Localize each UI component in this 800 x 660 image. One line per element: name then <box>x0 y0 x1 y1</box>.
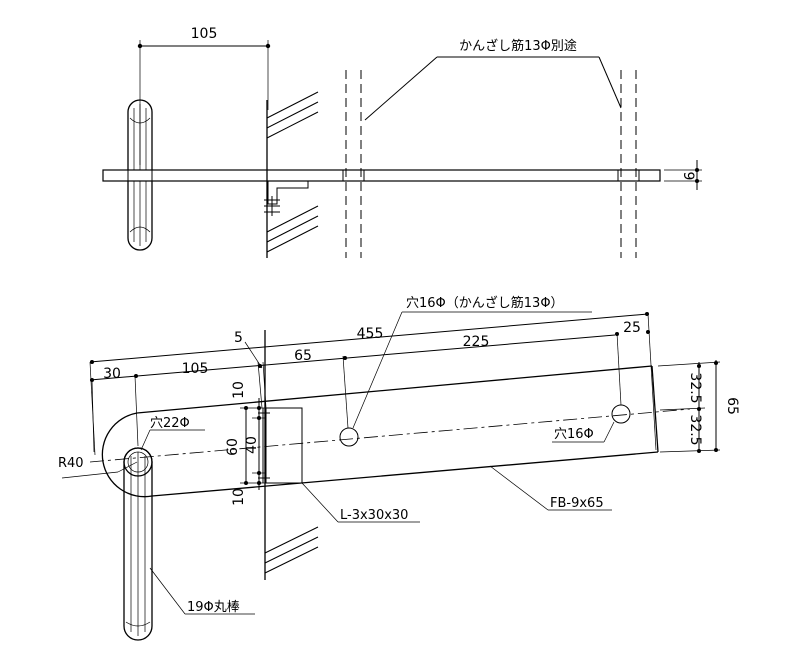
dim-10-bottom: 10 <box>231 488 247 506</box>
front-round-bar <box>123 447 153 641</box>
hole16-kanzashi-text: 穴16Φ（かんざし筋13Φ） <box>406 295 564 311</box>
dim-65-right: 65 <box>724 397 740 415</box>
r40-text: R40 <box>58 456 84 471</box>
front-flat-bar <box>89 365 691 498</box>
roundbar-text: 19Φ丸棒 <box>187 600 240 615</box>
top-dim-105: 105 <box>137 26 271 165</box>
front-wall <box>264 330 319 580</box>
hole22-leader: 穴22Φ <box>140 416 205 451</box>
hole16-text: 穴16Φ <box>554 427 594 442</box>
flatbar-text: FB-9x65 <box>550 496 604 511</box>
roundbar-leader: 19Φ丸棒 <box>149 567 255 615</box>
dim-455: 455 <box>357 326 384 342</box>
dim-105: 105 <box>182 361 209 377</box>
top-dim-9-text: 9 <box>680 172 696 181</box>
dim-32-5-bottom: 32.5 <box>687 414 703 445</box>
front-dim-chain: 5 455 30 105 65 225 25 <box>89 312 657 456</box>
dim-25: 25 <box>623 320 641 336</box>
dim-32-5-top: 32.5 <box>687 372 703 403</box>
top-flat-bar <box>102 169 661 182</box>
front-dim-vertical-right: 32.5 32.5 65 <box>657 360 740 453</box>
flatbar-leader: FB-9x65 <box>489 465 612 511</box>
r40-leader: R40 <box>58 456 138 479</box>
hole-16-right <box>611 404 631 424</box>
top-wall <box>266 91 319 258</box>
angle-leader: L-3x30x30 <box>301 482 420 523</box>
front-view: 5 455 30 105 65 225 25 10 60 40 10 <box>58 295 740 641</box>
top-dim-9: 9 <box>664 160 702 190</box>
dim-10-top: 10 <box>231 381 247 399</box>
dim-5: 5 <box>234 330 243 346</box>
top-kanzashi-bars <box>342 70 640 258</box>
front-angle-plate <box>258 407 303 484</box>
dim-225: 225 <box>463 334 490 350</box>
top-kanzashi-label: かんざし筋13Φ別途 <box>364 38 622 121</box>
top-kanzashi-text: かんざし筋13Φ別途 <box>459 38 577 54</box>
dim-60: 60 <box>225 438 241 456</box>
angle-text: L-3x30x30 <box>340 508 408 523</box>
top-dim-105-text: 105 <box>191 26 218 42</box>
hole16-leader: 穴16Φ <box>552 421 615 443</box>
hole16-kanzashi-leader: 穴16Φ（かんざし筋13Φ） <box>352 295 592 429</box>
hole22-text: 穴22Φ <box>150 416 190 431</box>
hole-16-left <box>339 427 359 447</box>
front-dim-vertical-left: 10 60 40 10 <box>225 381 266 506</box>
top-view: 105 かんざし筋13Φ別途 9 <box>102 26 702 258</box>
dim-65: 65 <box>294 348 312 364</box>
dim-40: 40 <box>244 436 260 454</box>
top-angle-bracket <box>264 181 309 216</box>
dim-30: 30 <box>103 366 121 382</box>
